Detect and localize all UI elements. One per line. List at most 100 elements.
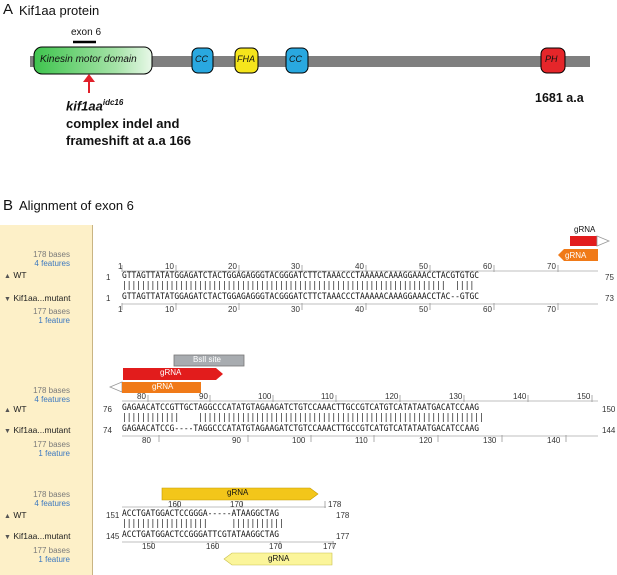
top-tick-1-0: 1 [118, 262, 123, 271]
bottom-tick-3-1: 160 [206, 542, 220, 551]
top-tick-1-6: 60 [483, 262, 492, 271]
wt-bases-1: 178 bases [33, 250, 70, 259]
top-tick-3-0: 160 [168, 500, 182, 509]
grna-feature-red-1[interactable] [570, 236, 597, 246]
mut-sequence-1: GTTAGTTATATGGAGATCTACTGGAGAGGGTACGGGATCT… [122, 292, 479, 302]
allele-base: kif1aa [66, 98, 103, 114]
wt-start-2: 76 [103, 405, 112, 414]
mut-bases-2: 177 bases [33, 440, 70, 449]
mut-sequence-2: GAGAACATCCG----TAGGCCCATATGTAGAAGATCTGTC… [122, 424, 479, 434]
bottom-tick-3-0: 150 [142, 542, 156, 551]
top-tick-1-1: 10 [165, 262, 174, 271]
grna-arrow-outline-1 [596, 235, 611, 247]
grna-feature-orange-2[interactable] [122, 382, 201, 393]
grna-feature-yellow-3[interactable] [161, 487, 319, 501]
wt-sequence-1: GTTAGTTATATGGAGATCTACTGGAGAGGGTACGGGATCT… [122, 271, 479, 281]
grna-label-red-1: gRNA [574, 225, 596, 234]
panel-a-title: Kif1aa protein [19, 3, 100, 18]
bsli-site-feature[interactable] [173, 354, 245, 367]
grna-label-yellow-3: gRNA [227, 488, 249, 497]
bottom-tick-3-2: 170 [269, 542, 283, 551]
wt-row-label-2[interactable]: ▲ WT [4, 404, 27, 414]
block-3-features [161, 487, 319, 501]
motor-domain-label: Kinesin motor domain [40, 54, 137, 65]
mut-end-2: 144 [602, 426, 616, 435]
block-3-bottom-feature [223, 552, 333, 566]
ruler-bottom-2 [122, 435, 598, 442]
top-tick-1-7: 70 [547, 262, 556, 271]
grna-feature-pale-3[interactable] [223, 552, 333, 566]
bottom-tick-3-3: 177 [323, 542, 337, 551]
top-tick-3-1: 170 [230, 500, 244, 509]
wt-name-2: WT [13, 404, 27, 414]
bottom-tick-1-4: 40 [355, 305, 364, 314]
expand-triangle-icon[interactable]: ▼ [4, 296, 11, 303]
bottom-tick-2-1: 90 [232, 436, 241, 445]
panel-b-title: Alignment of exon 6 [19, 198, 134, 213]
wt-features-3[interactable]: 4 features [34, 499, 70, 508]
top-tick-2-7: 150 [577, 392, 591, 401]
protein-backbone [30, 56, 590, 67]
mut-row-label-3[interactable]: ▼ Kif1aa...mutant [4, 531, 70, 541]
cc-domain-1 [191, 47, 214, 74]
cc-domain-2 [285, 47, 309, 74]
kinesin-motor-domain [33, 46, 153, 75]
mut-row-label-2[interactable]: ▼ Kif1aa...mutant [4, 425, 70, 435]
sequence-sidebar [0, 225, 93, 575]
ph-label: PH [545, 54, 558, 64]
bottom-tick-1-3: 30 [291, 305, 300, 314]
mut-bases-3: 177 bases [33, 546, 70, 555]
mut-features-3[interactable]: 1 feature [38, 555, 70, 564]
grna-feature-red-2[interactable] [123, 368, 223, 380]
top-tick-2-4: 120 [385, 392, 399, 401]
mut-end-3: 177 [336, 532, 350, 541]
match-line-1: ||||||||||||||||||||||||||||||||||||||||… [122, 281, 475, 291]
allele-description-1: complex indel and [66, 116, 180, 131]
mut-start-1: 1 [106, 294, 111, 303]
bottom-tick-1-6: 60 [483, 305, 492, 314]
grna-feature-orange-1[interactable] [558, 249, 598, 261]
wt-sequence-2: GAGAACATCCGTTGCTAGGCCCATATGTAGAAGATCTGTC… [122, 403, 479, 413]
collapse-triangle-icon[interactable]: ▲ [4, 273, 11, 280]
mut-features-1[interactable]: 1 feature [38, 316, 70, 325]
wt-bases-3: 178 bases [33, 490, 70, 499]
bottom-tick-2-0: 80 [142, 436, 151, 445]
grna-label-orange-2: gRNA [152, 382, 174, 391]
mut-features-2[interactable]: 1 feature [38, 449, 70, 458]
wt-bases-2: 178 bases [33, 386, 70, 395]
mut-start-2: 74 [103, 426, 112, 435]
top-tick-1-5: 50 [419, 262, 428, 271]
expand-triangle-icon[interactable]: ▼ [4, 428, 11, 435]
ruler-bottom-1 [121, 303, 598, 310]
grna-label-red-2: gRNA [160, 368, 182, 377]
collapse-triangle-icon[interactable]: ▲ [4, 407, 11, 414]
top-tick-2-1: 90 [199, 392, 208, 401]
wt-name-1: WT [13, 270, 27, 280]
grna-label-orange-1: gRNA [565, 251, 587, 260]
wt-start-3: 151 [106, 511, 120, 520]
wt-features-1[interactable]: 4 features [34, 259, 70, 268]
collapse-triangle-icon[interactable]: ▲ [4, 513, 11, 520]
cc1-label: CC [195, 54, 208, 64]
top-tick-2-3: 110 [321, 392, 334, 401]
bottom-tick-2-4: 120 [419, 436, 433, 445]
allele-name: kif1aaidc16 [66, 98, 123, 113]
wt-row-label-3[interactable]: ▲ WT [4, 510, 27, 520]
fha-label: FHA [237, 54, 255, 64]
allele-description-2: frameshift at a.a 166 [66, 133, 192, 148]
mut-end-1: 73 [605, 294, 614, 303]
wt-features-2[interactable]: 4 features [34, 395, 70, 404]
expand-triangle-icon[interactable]: ▼ [4, 534, 11, 541]
top-tick-2-5: 130 [449, 392, 463, 401]
panel-a-letter: A [3, 1, 14, 18]
mut-sequence-3: ACCTGATGGACTCCGGGATTCGTATAAGGCTAG [122, 530, 280, 540]
protein-diagram [30, 40, 590, 93]
bottom-tick-1-1: 10 [165, 305, 174, 314]
bsli-site-label: BslI site [193, 355, 222, 364]
ruler-top-3 [122, 501, 326, 508]
mut-row-label-1[interactable]: ▼ Kif1aa...mutant [4, 293, 70, 303]
exon-label: exon 6 [71, 27, 102, 38]
top-tick-1-4: 40 [355, 262, 364, 271]
mutation-arrow-head [83, 74, 95, 82]
wt-row-label-1[interactable]: ▲ WT [4, 270, 27, 280]
